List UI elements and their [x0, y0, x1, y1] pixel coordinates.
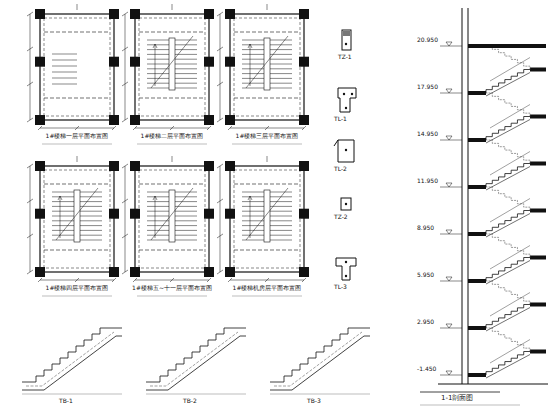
plan-title: 1#楼梯三层平面布置图 — [235, 133, 300, 140]
plan-view: 1#楼梯二层平面布置图 — [135, 14, 209, 120]
stair-plan — [217, 156, 309, 296]
stair-plan — [27, 156, 119, 296]
level-mark: 2.950 — [416, 319, 435, 326]
stair-plan — [122, 156, 214, 296]
stair-slab-section — [146, 328, 246, 394]
plan-title: 1#楼梯五~十一层平面布置图 — [131, 285, 213, 292]
plan-title: 1#楼梯四层平面布置图 — [45, 285, 110, 292]
plan-title: 1#楼梯二层平面布置图 — [140, 133, 205, 140]
stair-slab-section — [22, 328, 122, 394]
plan-view: 1#楼梯一层平面布置图 — [40, 14, 114, 120]
member-label: TL-2 — [333, 166, 348, 173]
member-label: TL-1 — [333, 116, 348, 123]
member-label: TZ-2 — [333, 214, 349, 221]
member-label: TB-2 — [182, 398, 198, 405]
member-label: TB-1 — [58, 398, 74, 405]
stair-plan — [27, 4, 119, 144]
member-label: TL-3 — [333, 284, 348, 291]
level-mark: -1.450 — [416, 366, 437, 373]
stair-plan — [122, 4, 214, 144]
member-label: TZ-1 — [337, 54, 353, 61]
stair-plan — [217, 4, 309, 144]
plan-title: 1#楼梯一层平面布置图 — [45, 133, 110, 140]
level-mark: 20.950 — [416, 37, 439, 44]
plan-title: 1#楼梯机房层平面布置图 — [232, 285, 303, 292]
level-mark: 8.950 — [416, 225, 435, 232]
stair-slab-section — [270, 328, 370, 394]
beam-details — [334, 30, 356, 280]
plan-view: 1#楼梯四层平面布置图 — [40, 166, 114, 272]
level-mark: 5.950 — [416, 272, 435, 279]
level-mark: 11.950 — [416, 178, 439, 185]
member-label: TB-3 — [306, 398, 322, 405]
level-mark: 14.950 — [416, 131, 439, 138]
plan-view: 1#楼梯五~十一层平面布置图 — [135, 166, 209, 272]
stair-section — [420, 8, 548, 405]
section-title: 1-1剖面图 — [440, 395, 474, 403]
level-mark: 17.950 — [416, 84, 439, 91]
plan-view: 1#楼梯三层平面布置图 — [230, 14, 304, 120]
plan-view: 1#楼梯机房层平面布置图 — [230, 166, 304, 272]
